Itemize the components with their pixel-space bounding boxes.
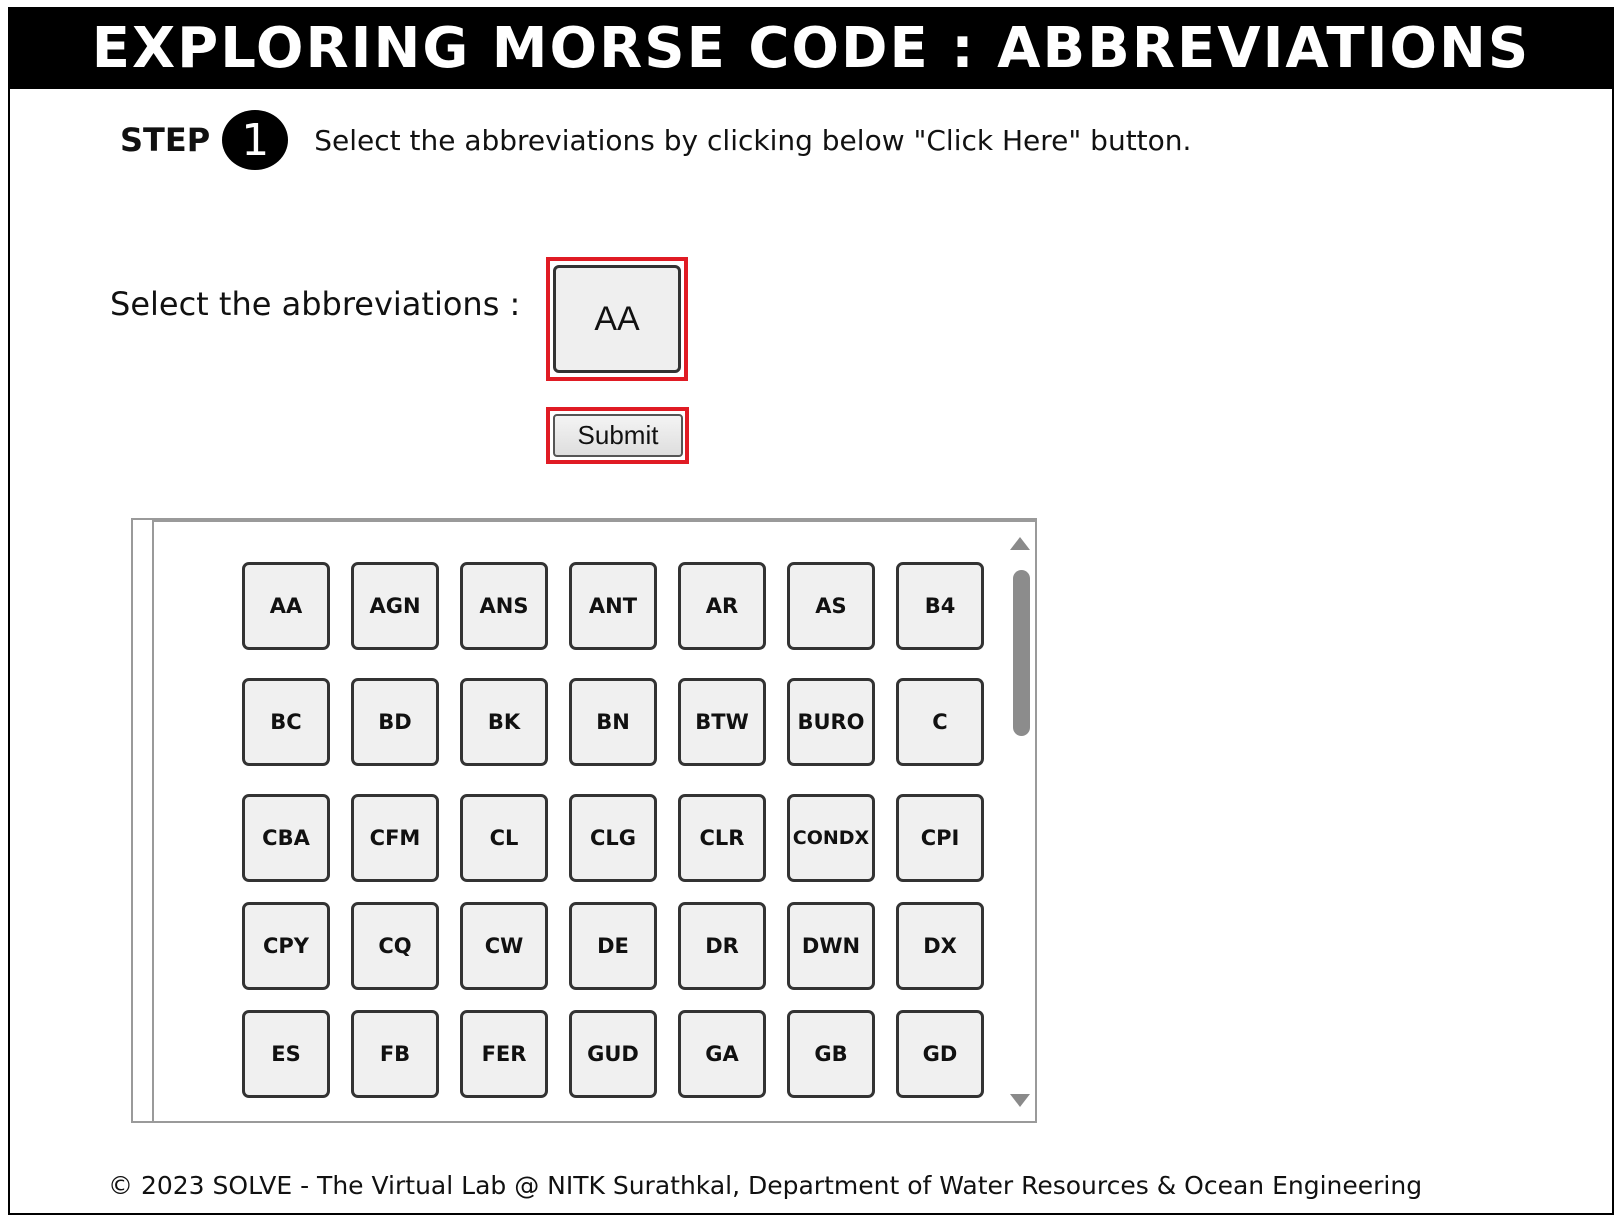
abbreviation-button[interactable]: ES (242, 1010, 330, 1098)
step-text: Select the abbreviations by clicking bel… (314, 123, 1192, 157)
abbreviation-button[interactable]: CFM (351, 794, 439, 882)
abbreviation-button[interactable]: GB (787, 1010, 875, 1098)
abbreviation-button[interactable]: AA (242, 562, 330, 650)
abbreviation-button[interactable]: GA (678, 1010, 766, 1098)
abbreviation-button[interactable]: FER (460, 1010, 548, 1098)
abbreviation-button[interactable]: CL (460, 794, 548, 882)
abbreviation-button[interactable]: CONDX (787, 794, 875, 882)
scroll-down-arrow-icon[interactable] (1010, 1094, 1030, 1107)
abbreviation-button[interactable]: GD (896, 1010, 984, 1098)
abbreviation-button[interactable]: ANS (460, 562, 548, 650)
footer-copyright: © 2023 SOLVE - The Virtual Lab @ NITK Su… (108, 1171, 1423, 1200)
abbreviation-button[interactable]: CPY (242, 902, 330, 990)
select-label: Select the abbreviations : (110, 285, 521, 323)
abbreviation-button[interactable]: BN (569, 678, 657, 766)
scrollbar-thumb[interactable] (1013, 570, 1030, 736)
abbreviation-button[interactable]: AS (787, 562, 875, 650)
step-instruction: STEP 1 Select the abbreviations by click… (120, 108, 1191, 172)
abbreviation-button[interactable]: AGN (351, 562, 439, 650)
abbreviation-button[interactable]: CPI (896, 794, 984, 882)
step-number-badge: 1 (222, 110, 289, 170)
panel-left-strip (133, 520, 154, 1121)
abbreviation-button[interactable]: DX (896, 902, 984, 990)
abbreviation-button[interactable]: CLG (569, 794, 657, 882)
step-label: STEP (120, 121, 211, 159)
abbreviation-button[interactable]: AR (678, 562, 766, 650)
abbreviation-button[interactable]: BD (351, 678, 439, 766)
abbreviation-button[interactable]: BURO (787, 678, 875, 766)
abbreviation-button[interactable]: CBA (242, 794, 330, 882)
title-bar: EXPLORING MORSE CODE : ABBREVIATIONS (8, 7, 1614, 89)
abbreviation-button[interactable]: BTW (678, 678, 766, 766)
selected-abbreviation-box[interactable]: AA (553, 265, 681, 373)
scroll-up-arrow-icon[interactable] (1010, 537, 1030, 550)
abbreviation-button[interactable]: C (896, 678, 984, 766)
abbreviation-button[interactable]: CQ (351, 902, 439, 990)
submit-button[interactable]: Submit (553, 414, 683, 457)
abbreviation-button[interactable]: GUD (569, 1010, 657, 1098)
abbreviation-button[interactable]: FB (351, 1010, 439, 1098)
abbreviation-button[interactable]: CLR (678, 794, 766, 882)
page-title: EXPLORING MORSE CODE : ABBREVIATIONS (91, 15, 1531, 81)
abbreviation-button[interactable]: CW (460, 902, 548, 990)
abbreviation-button[interactable]: DE (569, 902, 657, 990)
selected-highlight (546, 257, 688, 381)
submit-highlight (546, 407, 689, 464)
abbreviation-button[interactable]: B4 (896, 562, 984, 650)
abbreviation-button[interactable]: BC (242, 678, 330, 766)
abbreviation-button[interactable]: BK (460, 678, 548, 766)
abbreviation-button[interactable]: DR (678, 902, 766, 990)
abbreviation-button[interactable]: ANT (569, 562, 657, 650)
abbreviation-button[interactable]: DWN (787, 902, 875, 990)
